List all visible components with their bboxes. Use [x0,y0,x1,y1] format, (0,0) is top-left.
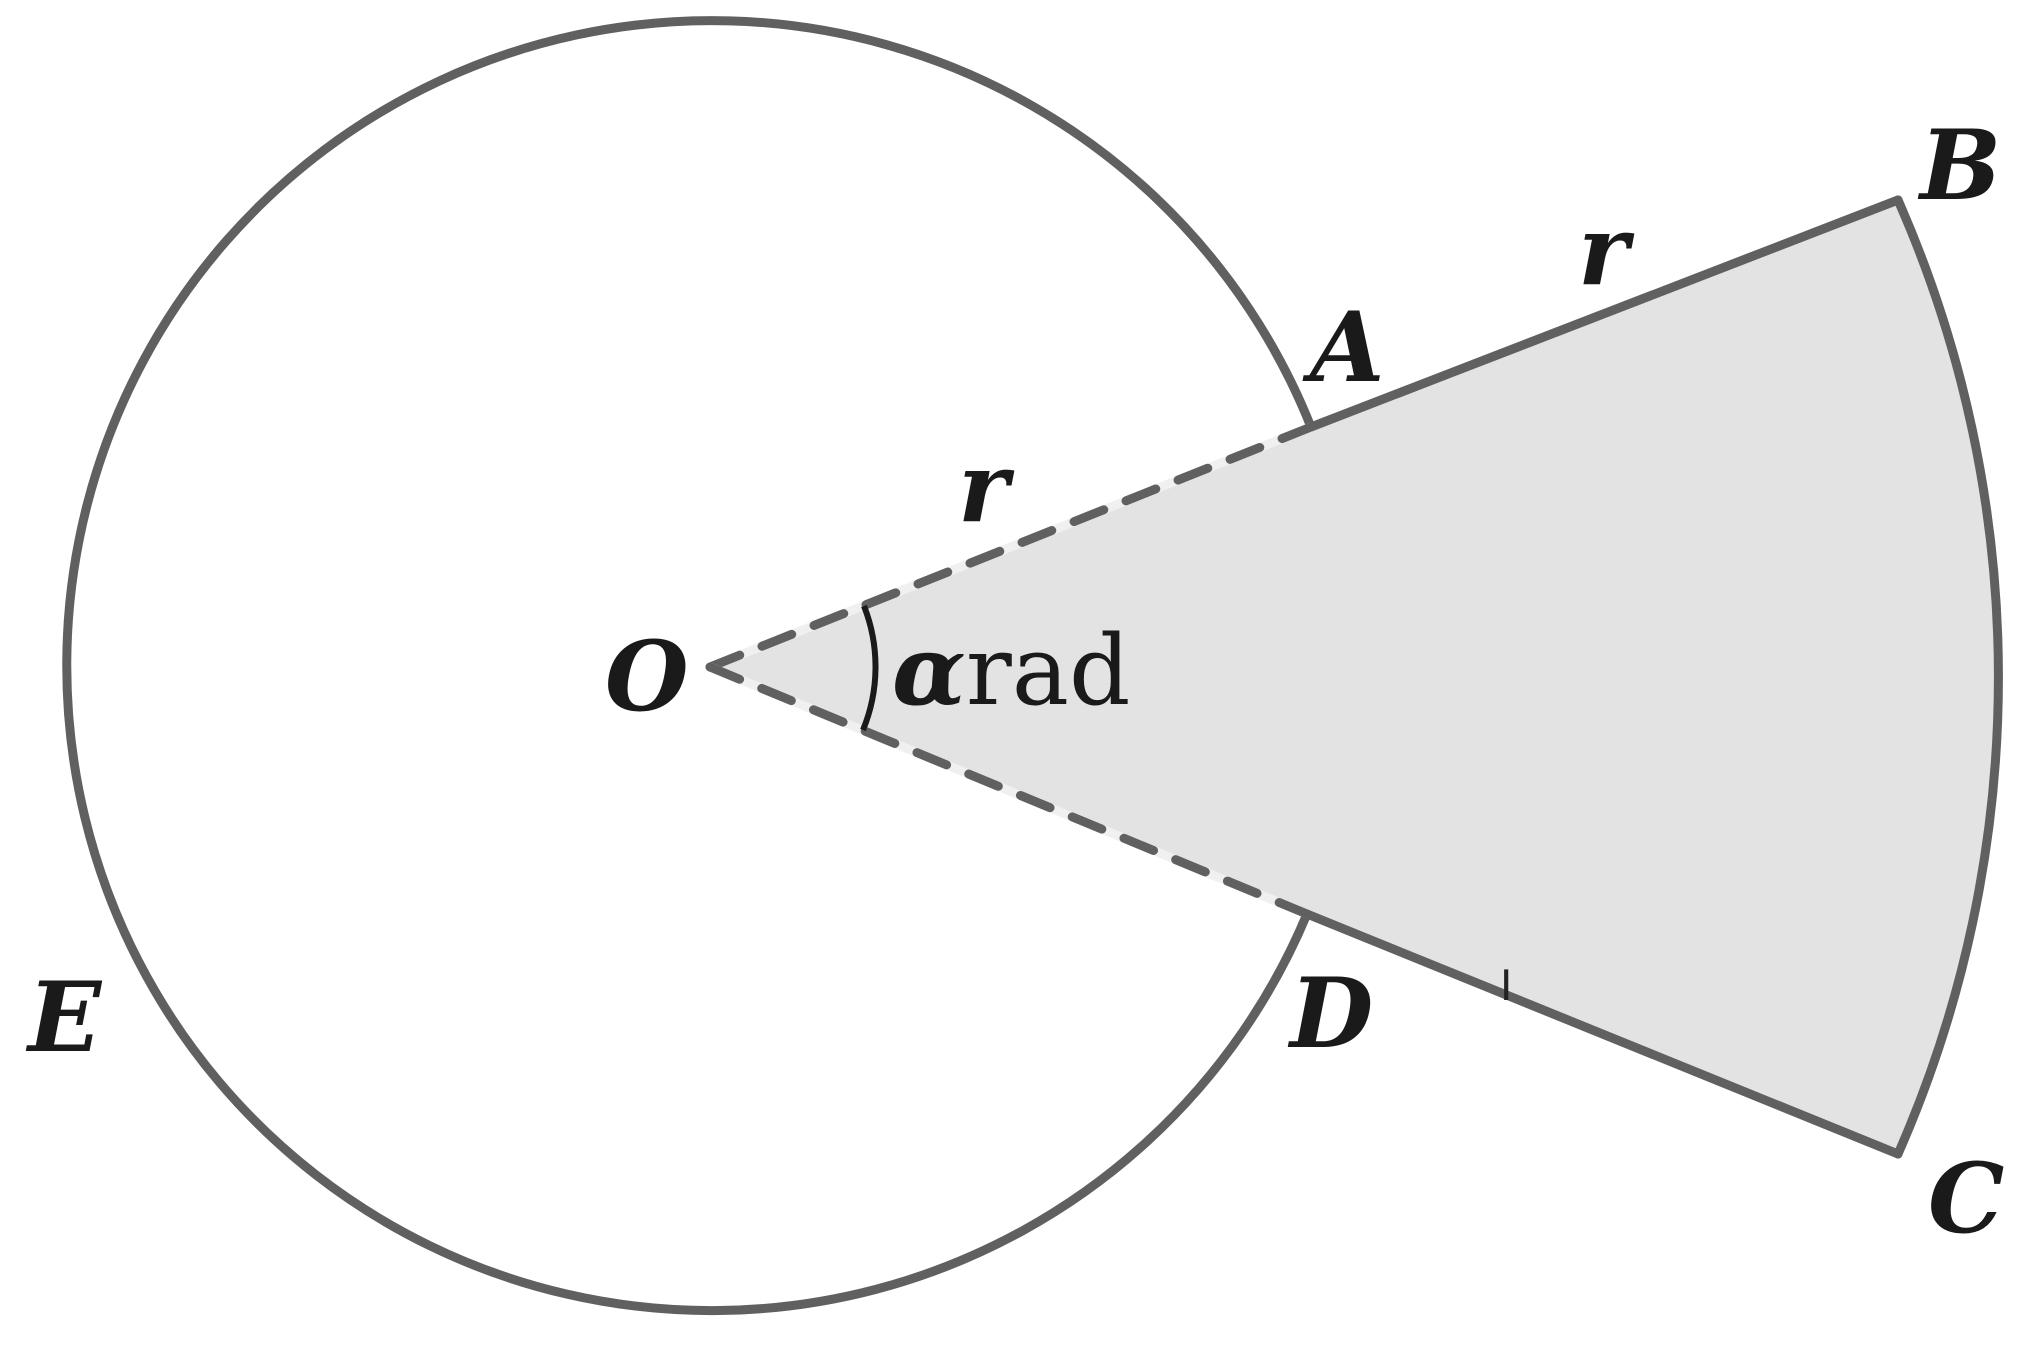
radius-od-dashed [705,662,1312,919]
radius-label-outer: r [1578,194,1635,307]
point-label-o: O [605,620,689,733]
point-label-e: E [25,961,103,1074]
angle-symbol: α [892,614,966,727]
segment-ab [1306,195,1903,432]
circle-major-arc [62,16,1316,1316]
radius-label-inner: r [958,431,1015,544]
angle-label: αrad [892,614,1130,727]
point-label-a: A [1302,291,1384,404]
outer-arc-bc [1893,195,2003,1159]
segment-dc [1302,909,1903,1159]
point-label-d: D [1287,957,1373,1070]
radius-oa-dashed [705,422,1316,672]
shaded-sector-region [710,200,1999,1154]
angle-unit: rad [966,615,1131,727]
point-label-c: C [1928,1142,2004,1255]
text-cursor-icon: I [1500,961,1512,1010]
angle-arc [860,604,879,732]
point-label-b: B [1917,109,2001,222]
